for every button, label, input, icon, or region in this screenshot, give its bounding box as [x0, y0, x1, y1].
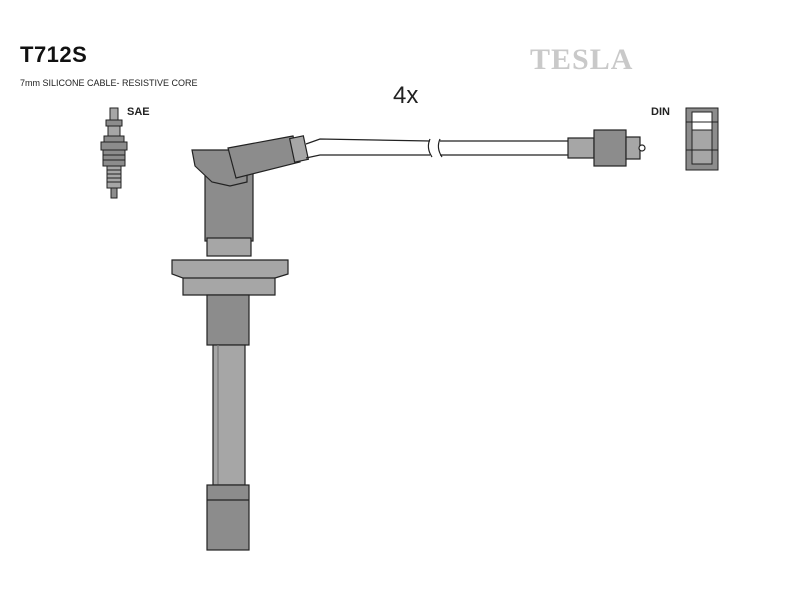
- sae-label: SAE: [127, 106, 150, 118]
- brand-logo: TESLA: [530, 43, 634, 76]
- din-label: DIN: [651, 106, 670, 118]
- cable: [305, 138, 570, 159]
- din-terminal-icon: [685, 107, 719, 171]
- boot-elbow: [227, 135, 310, 179]
- spark-plug-boot: [171, 149, 289, 551]
- quantity-label: 4x: [393, 82, 419, 109]
- part-code: T712S: [20, 42, 88, 67]
- coil-connector: [567, 129, 646, 167]
- cable-spec: 7mm SILICONE CABLE- RESISTIVE CORE: [20, 78, 198, 88]
- spark-plug-icon: [100, 107, 128, 199]
